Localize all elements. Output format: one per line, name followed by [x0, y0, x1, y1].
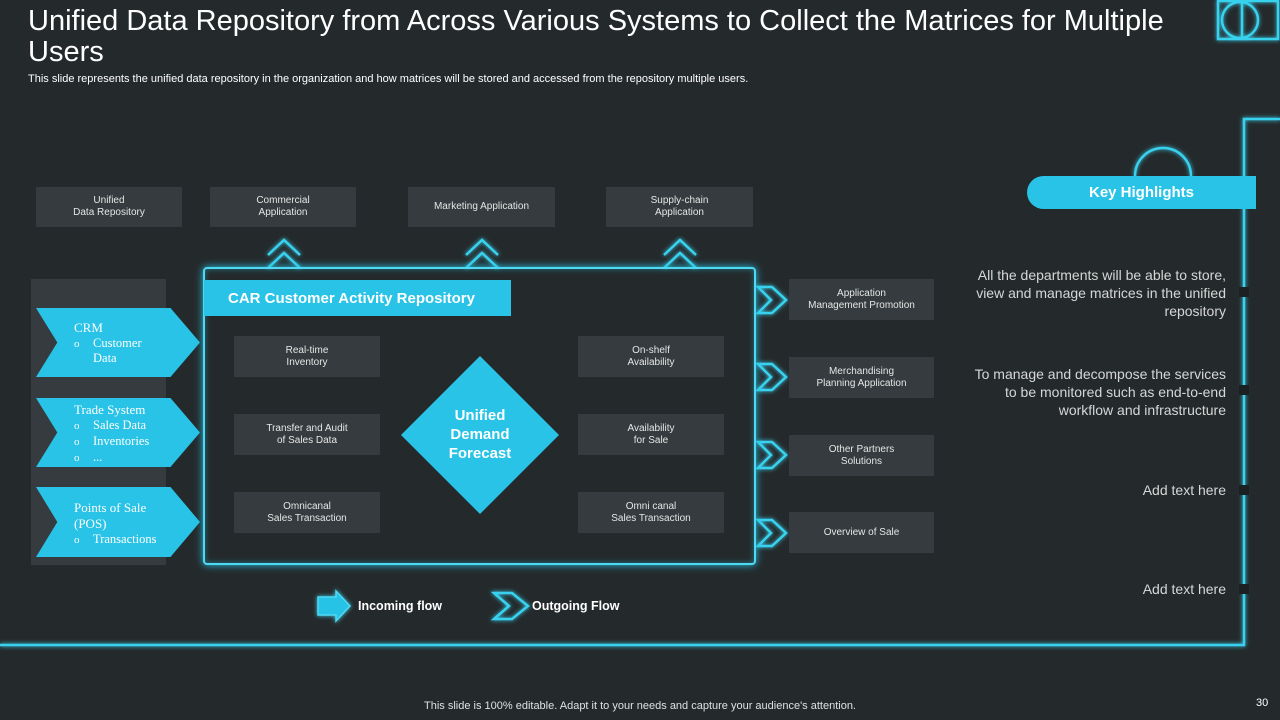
output-box: Merchandising Planning Application — [789, 357, 934, 398]
highlight-text: Add text here — [1142, 482, 1226, 498]
highlight-marker — [1239, 584, 1249, 594]
top-box-supply-chain: Supply-chain Application — [606, 187, 753, 227]
highlight-text: To manage and decompose the services to … — [974, 366, 1226, 418]
repository-frame — [203, 267, 756, 565]
repo-right-box: On-shelf Availability — [578, 336, 724, 377]
repo-right-box: Availability for Sale — [578, 414, 724, 455]
output-box: Application Management Promotion — [789, 279, 934, 320]
highlight-marker — [1239, 485, 1249, 495]
logo-icon — [1216, 0, 1280, 41]
output-box: Overview of Sale — [789, 512, 934, 553]
highlight-text: Add text here — [1142, 581, 1226, 597]
bullet-icon: o — [74, 436, 80, 448]
bullet-icon: o — [74, 452, 80, 464]
repo-left-box: Omnicanal Sales Transaction — [234, 492, 380, 533]
frame-line — [0, 117, 1280, 647]
highlight-marker — [1239, 287, 1249, 297]
page-title: Unified Data Repository from Across Vari… — [28, 5, 1164, 68]
page-subtitle: This slide represents the unified data r… — [28, 73, 749, 85]
bullet-icon: o — [74, 338, 80, 350]
incoming-arrow-icon — [317, 589, 352, 623]
repo-left-box: Real-time Inventory — [234, 336, 380, 377]
repository-header: CAR Customer Activity Repository — [204, 280, 511, 316]
bullet-icon: o — [74, 420, 80, 432]
key-highlights-header: Key Highlights — [1027, 176, 1256, 209]
source-heading: Points of Sale — [74, 500, 147, 515]
highlight-marker — [1239, 385, 1249, 395]
source-item: o... — [74, 450, 103, 464]
source-item: Data — [93, 351, 117, 365]
up-arrow-icon — [267, 238, 697, 269]
highlight-arc — [1133, 146, 1193, 177]
top-box-commercial: Commercial Application — [210, 187, 356, 227]
repo-right-box: Omni canal Sales Transaction — [578, 492, 724, 533]
outgoing-arrow-icon — [754, 285, 788, 548]
source-heading: (POS) — [74, 516, 107, 531]
repo-left-box: Transfer and Audit of Sales Data — [234, 414, 380, 455]
top-box-marketing: Marketing Application — [408, 187, 555, 227]
footer-text: This slide is 100% editable. Adapt it to… — [424, 700, 856, 712]
forecast-label: Unified Demand Forecast — [448, 407, 512, 462]
page-number: 30 — [1256, 697, 1269, 709]
source-heading: Trade System — [74, 402, 146, 417]
outgoing-legend-icon — [490, 591, 530, 621]
legend-outgoing: Outgoing Flow — [532, 599, 620, 613]
highlight-text: All the departments will be able to stor… — [976, 267, 1226, 319]
legend-incoming: Incoming flow — [358, 599, 443, 613]
output-box: Other Partners Solutions — [789, 435, 934, 476]
top-box-unified-repository: Unified Data Repository — [36, 187, 182, 227]
bullet-icon: o — [74, 534, 80, 546]
source-heading: CRM — [74, 320, 103, 335]
